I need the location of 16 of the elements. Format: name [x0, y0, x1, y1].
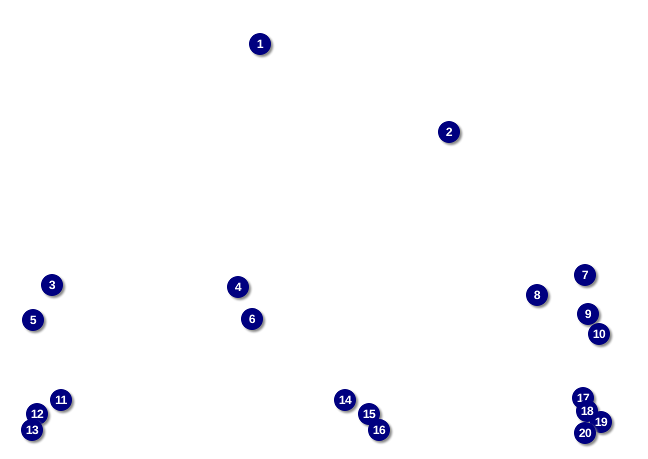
callout-number: 5 — [22, 309, 44, 331]
callout-number: 15 — [358, 403, 380, 425]
callout-number: 6 — [241, 308, 263, 330]
callout-number: 7 — [574, 264, 596, 286]
callout-number: 20 — [574, 422, 596, 444]
callout-number: 13 — [21, 419, 43, 441]
callout-number: 10 — [588, 323, 610, 345]
callout-number: 16 — [368, 419, 390, 441]
callout-number: 11 — [50, 389, 72, 411]
callout-number: 2 — [438, 121, 460, 143]
callout-number: 9 — [577, 303, 599, 325]
callout-number: 4 — [227, 276, 249, 298]
callout-number: 8 — [526, 284, 548, 306]
callout-number: 1 — [249, 33, 271, 55]
callout-number: 14 — [334, 389, 356, 411]
callout-number: 3 — [41, 274, 63, 296]
